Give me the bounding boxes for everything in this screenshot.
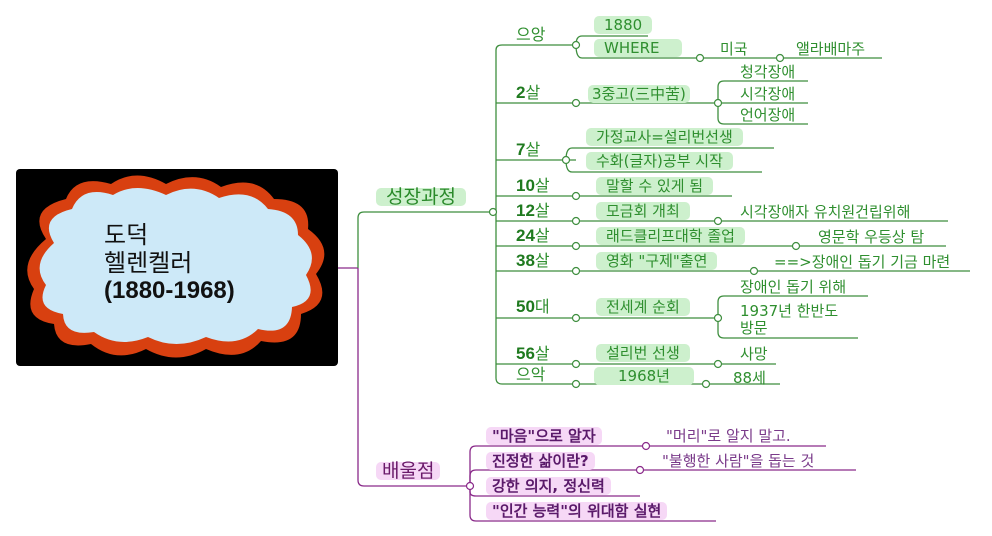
detail-korea-visit[interactable]: 1937년 한반도 <box>740 302 839 320</box>
central-line-3: (1880-1968) <box>104 277 235 304</box>
event-speech[interactable]: 말할 수 있게 됨 <box>596 177 714 195</box>
age-38[interactable]: 38살 <box>516 251 550 270</box>
event-sign-language[interactable]: 수화(글자)공부 시작 <box>586 152 733 170</box>
lesson-true-life[interactable]: 진정한 삶이란? <box>486 452 595 470</box>
detail-mute[interactable]: 언어장애 <box>740 106 796 124</box>
event-death-year[interactable]: 1968년 <box>594 367 694 385</box>
detail-kindergarten[interactable]: 시각장애자 유치원건립위해 <box>740 203 911 221</box>
age-death[interactable]: 으악 <box>516 365 546 384</box>
event-graduation[interactable]: 래드클리프대학 졸업 <box>596 227 745 245</box>
detail-death[interactable]: 사망 <box>740 345 768 363</box>
age-2[interactable]: 2살 <box>516 83 541 102</box>
lesson-willpower[interactable]: 강한 의지, 정신력 <box>486 477 611 495</box>
event-world-tour[interactable]: 전세계 순회 <box>596 298 690 316</box>
detail-usa[interactable]: 미국 <box>720 40 748 58</box>
detail-blind[interactable]: 시각장애 <box>740 85 796 103</box>
branch-lessons[interactable]: 배울점 <box>376 462 441 481</box>
branch-growth[interactable]: 성장과정 <box>376 188 466 207</box>
detail-fund[interactable]: ==>장애인 돕기 기금 마련 <box>774 253 951 271</box>
age-50s[interactable]: 50대 <box>516 297 550 316</box>
detail-help-disabled[interactable]: 장애인 돕기 위해 <box>740 278 847 296</box>
central-line-2: 헬렌켈러 <box>104 249 193 277</box>
age-7[interactable]: 7살 <box>516 140 541 159</box>
age-12[interactable]: 12살 <box>516 201 550 220</box>
event-triple-disability[interactable]: 3중고(三中苦) <box>588 85 690 103</box>
event-sullivan[interactable]: 설리번 선생 <box>596 344 690 362</box>
age-24[interactable]: 24살 <box>516 226 550 245</box>
lesson-detail-head[interactable]: "머리"로 알지 말고. <box>666 427 791 445</box>
lesson-human-ability[interactable]: "인간 능력"의 위대함 실현 <box>486 502 668 520</box>
event-fundraiser[interactable]: 모금회 개최 <box>596 202 690 220</box>
age-10[interactable]: 10살 <box>516 176 550 195</box>
detail-age-88[interactable]: 88세 <box>733 369 766 387</box>
event-tutor[interactable]: 가정교사=설리번선생 <box>586 128 743 146</box>
event-birth-year[interactable]: 1880 <box>594 16 653 34</box>
cloud-shape-icon <box>27 175 325 358</box>
event-movie[interactable]: 영화 "구제"출연 <box>596 252 718 270</box>
age-birth[interactable]: 으앙 <box>516 25 546 44</box>
event-where[interactable]: WHERE <box>594 39 682 57</box>
age-56[interactable]: 56살 <box>516 344 550 363</box>
central-topic[interactable]: 도덕 헬렌켈러 (1880-1968) <box>16 169 338 366</box>
detail-visit[interactable]: 방문 <box>740 319 768 337</box>
lesson-heart[interactable]: "마음"으로 알자 <box>486 427 602 445</box>
detail-deaf[interactable]: 청각장애 <box>740 63 796 81</box>
detail-honors[interactable]: 영문학 우등상 탐 <box>818 228 925 246</box>
detail-alabama[interactable]: 앨라배마주 <box>796 40 866 58</box>
lesson-detail-help[interactable]: "불행한 사람"을 돕는 것 <box>662 452 815 470</box>
central-line-1: 도덕 <box>104 221 149 249</box>
central-topic-text: 도덕 헬렌켈러 (1880-1968) <box>104 221 235 305</box>
